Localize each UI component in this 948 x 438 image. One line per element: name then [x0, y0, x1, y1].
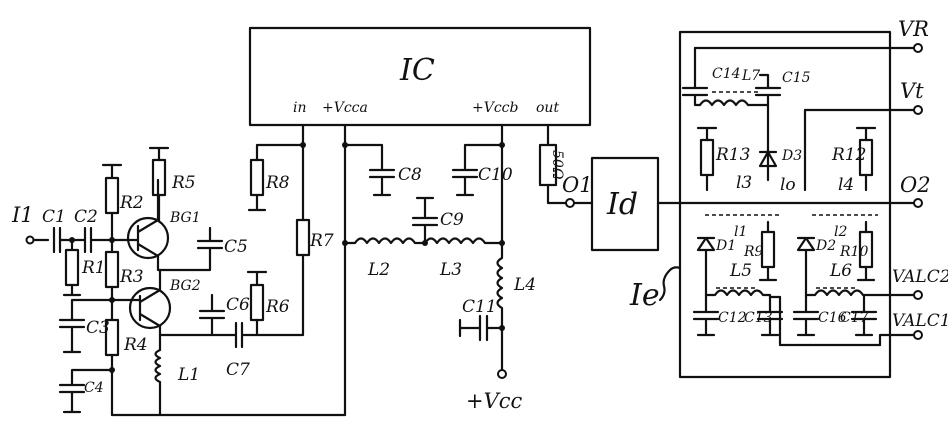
- ic-label: IC: [399, 53, 435, 88]
- valc2-terminal: [914, 291, 922, 299]
- input-terminal: [27, 237, 34, 244]
- r3-label: R3: [119, 267, 144, 287]
- transistor-bg2: [130, 288, 170, 328]
- c17-label: C17: [840, 310, 869, 326]
- r9-label: R9: [743, 244, 764, 260]
- l4-line-label: l4: [838, 175, 854, 195]
- c15-label: C15: [782, 70, 811, 86]
- vr-label: VR: [898, 17, 929, 41]
- r7-label: R7: [309, 231, 334, 251]
- c13-label: C13: [744, 310, 773, 326]
- r1-label: R1: [81, 258, 106, 278]
- valc1-label: VALC1: [892, 311, 948, 331]
- l3-label: L3: [439, 260, 462, 280]
- l1-line-label: l1: [734, 224, 747, 240]
- valc2-label: VALC2: [892, 267, 948, 287]
- c11-label: C11: [462, 297, 497, 317]
- c6-label: C6: [226, 295, 250, 315]
- l1-label: L1: [177, 365, 200, 385]
- r12-label: R12: [831, 145, 866, 165]
- o2-terminal: [914, 199, 922, 207]
- c12-label: C12: [718, 310, 747, 326]
- ie-label: Ie: [629, 278, 660, 313]
- d3-label: D3: [781, 148, 802, 164]
- bg1-label: BG1: [169, 210, 201, 226]
- lo-label: lo: [780, 175, 796, 195]
- r6-label: R6: [265, 297, 290, 317]
- r5-label: R5: [171, 173, 196, 193]
- resistor-r6: [251, 285, 263, 320]
- r13-label: R13: [715, 145, 750, 165]
- c5-label: C5: [224, 237, 248, 257]
- resistor-r7: [297, 220, 309, 255]
- resistor-r9: [762, 232, 774, 267]
- ic-pin-out: out: [536, 100, 559, 116]
- vt-terminal: [914, 106, 922, 114]
- d1-label: D1: [715, 238, 736, 254]
- resistor-r1: [66, 250, 78, 285]
- resistor-r13: [701, 140, 713, 175]
- l4-label: L4: [513, 275, 536, 295]
- valc1-terminal: [914, 331, 922, 339]
- resistor-r3: [106, 252, 118, 287]
- ic-pin-in: in: [293, 100, 307, 116]
- vr-terminal: [914, 44, 922, 52]
- r8-label: R8: [265, 173, 290, 193]
- input-label: I1: [11, 203, 34, 227]
- bg2-label: BG2: [169, 278, 201, 294]
- transistor-bg1: [128, 218, 168, 258]
- o1-terminal: [566, 199, 574, 207]
- d2-label: D2: [815, 238, 836, 254]
- o1-label: O1: [562, 173, 593, 197]
- resistor-r2: [106, 178, 118, 213]
- o2-label: O2: [900, 173, 931, 197]
- r2-label: R2: [119, 193, 144, 213]
- c4-label: C4: [84, 380, 104, 396]
- l2-label: L2: [367, 260, 390, 280]
- c1-label: C1: [42, 207, 66, 227]
- vcc-terminal: [498, 370, 506, 378]
- c2-label: C2: [74, 207, 98, 227]
- l3-line-label: l3: [736, 173, 752, 193]
- r10-label: R10: [839, 244, 868, 260]
- c14-label: C14: [712, 66, 741, 82]
- l2-line-label: l2: [834, 224, 847, 240]
- l6-label: L6: [829, 261, 852, 281]
- c3-label: C3: [86, 318, 110, 338]
- c7-label: C7: [226, 360, 250, 380]
- c8-label: C8: [398, 165, 422, 185]
- vt-label: Vt: [900, 79, 924, 103]
- l5-label: L5: [729, 261, 752, 281]
- l7-label: L7: [741, 68, 760, 84]
- resistor-r8: [251, 160, 263, 195]
- c9-label: C9: [440, 210, 464, 230]
- ic-pin-vccb: +Vccb: [472, 100, 519, 116]
- id-label: Id: [606, 187, 638, 222]
- ic-pin-vcca: +Vcca: [322, 100, 368, 116]
- vcc-label: +Vcc: [466, 389, 523, 413]
- r4-label: R4: [123, 335, 148, 355]
- c10-label: C10: [478, 165, 513, 185]
